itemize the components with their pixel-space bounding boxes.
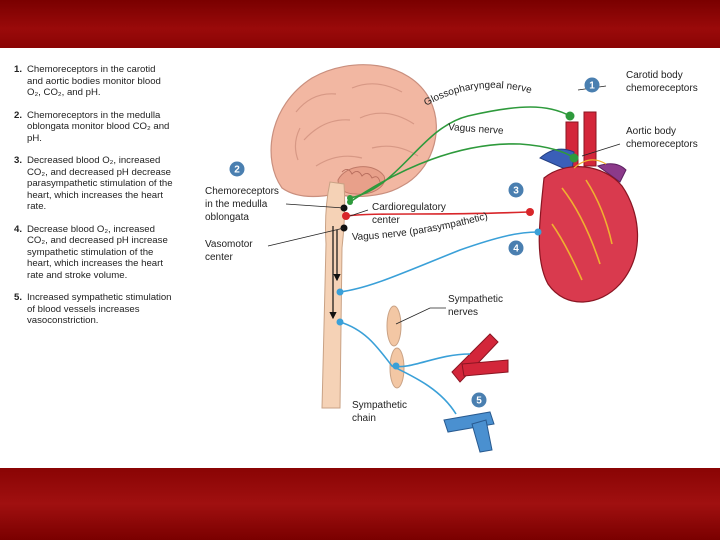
- step-number: 5.: [14, 292, 23, 303]
- svg-text:Carotid body: Carotid body: [626, 70, 683, 81]
- svg-text:Sympathetic: Sympathetic: [352, 400, 407, 411]
- vagus-nerve-label: Vagus nerve: [448, 122, 504, 137]
- svg-text:1: 1: [589, 81, 595, 92]
- badge-1: 1: [584, 77, 600, 93]
- step-number: 3.: [14, 155, 23, 166]
- sympathetic-ganglia: [386, 305, 405, 389]
- number-badges: 1 2 3 4 5: [229, 77, 600, 408]
- svg-text:Cardioregulatory: Cardioregulatory: [372, 202, 446, 213]
- steps-list: 1. Chemoreceptors in the carotid and aort…: [14, 64, 174, 338]
- sympathetic-chain-label: Sympathetic chain: [352, 400, 407, 424]
- badge-5: 5: [471, 392, 487, 408]
- step-item: 1. Chemoreceptors in the carotid and aort…: [14, 64, 174, 99]
- parasympathetic-nerve: [342, 208, 534, 220]
- svg-text:5: 5: [476, 396, 482, 407]
- svg-text:3: 3: [513, 186, 519, 197]
- badge-3: 3: [508, 182, 524, 198]
- step-text: Increased sympathetic stimulation of blo…: [27, 292, 172, 326]
- badge-4: 4: [508, 240, 524, 256]
- step-number: 4.: [14, 223, 23, 235]
- svg-text:4: 4: [513, 244, 519, 255]
- step-text: Decreased blood O₂, increased CO₂, and d…: [27, 155, 173, 212]
- medulla-chemoreceptor-label: Chemoreceptors in the medulla oblongata: [205, 186, 279, 223]
- step-text: Chemoreceptors in the carotid and aortic…: [27, 64, 161, 98]
- cardioregulatory-label: Cardioregulatory center: [372, 202, 446, 226]
- top-banner: [0, 0, 720, 48]
- step-number: 2.: [14, 109, 23, 121]
- svg-text:Aortic body: Aortic body: [626, 126, 676, 137]
- svg-text:center: center: [372, 215, 400, 226]
- cardiac-regulation-diagram: 1 2 3 4 5 Carotid body chemoreceptors Ao…: [205, 64, 698, 453]
- svg-text:oblongata: oblongata: [205, 212, 249, 223]
- step-item: 2. Chemoreceptors in the medulla oblongat…: [14, 110, 174, 145]
- heart-illustration: [538, 111, 639, 303]
- badge-2: 2: [229, 161, 245, 177]
- bottom-banner: [0, 468, 720, 540]
- step-number: 1.: [14, 64, 23, 75]
- svg-text:chain: chain: [352, 413, 376, 424]
- svg-text:2: 2: [234, 165, 240, 176]
- svg-text:center: center: [205, 252, 233, 263]
- step-text: Chemoreceptors in the medulla oblongata …: [27, 109, 170, 144]
- blood-vessels: [443, 333, 509, 453]
- leader-lines: [267, 85, 621, 325]
- svg-text:chemoreceptors: chemoreceptors: [626, 139, 698, 150]
- sympathetic-nerves: [336, 228, 542, 415]
- step-item: 3. Decreased blood O₂, increased CO₂, and…: [14, 155, 174, 213]
- svg-text:Chemoreceptors: Chemoreceptors: [205, 186, 279, 197]
- svg-text:in the medulla: in the medulla: [205, 199, 268, 210]
- step-text: Decrease blood O₂, increased CO₂, and de…: [27, 223, 168, 281]
- step-item: 5. Increased sympathetic stimulation of b…: [14, 292, 174, 327]
- vasomotor-label: Vasomotor center: [205, 239, 253, 263]
- aortic-label: Aortic body chemoreceptors: [626, 126, 698, 150]
- glossopharyngeal-nerve-label: Glossopharyngeal nerve: [422, 80, 533, 109]
- svg-text:Vasomotor: Vasomotor: [205, 239, 253, 250]
- svg-text:Sympathetic: Sympathetic: [448, 294, 503, 305]
- sensory-nerves: [347, 106, 579, 205]
- descending-arrows: [329, 226, 341, 320]
- svg-text:nerves: nerves: [448, 307, 478, 318]
- carotid-label: Carotid body chemoreceptors: [626, 70, 698, 94]
- step-item: 4. Decrease blood O₂, increased CO₂, and …: [14, 224, 174, 282]
- svg-text:chemoreceptors: chemoreceptors: [626, 83, 698, 94]
- sympathetic-nerves-label: Sympathetic nerves: [448, 294, 503, 318]
